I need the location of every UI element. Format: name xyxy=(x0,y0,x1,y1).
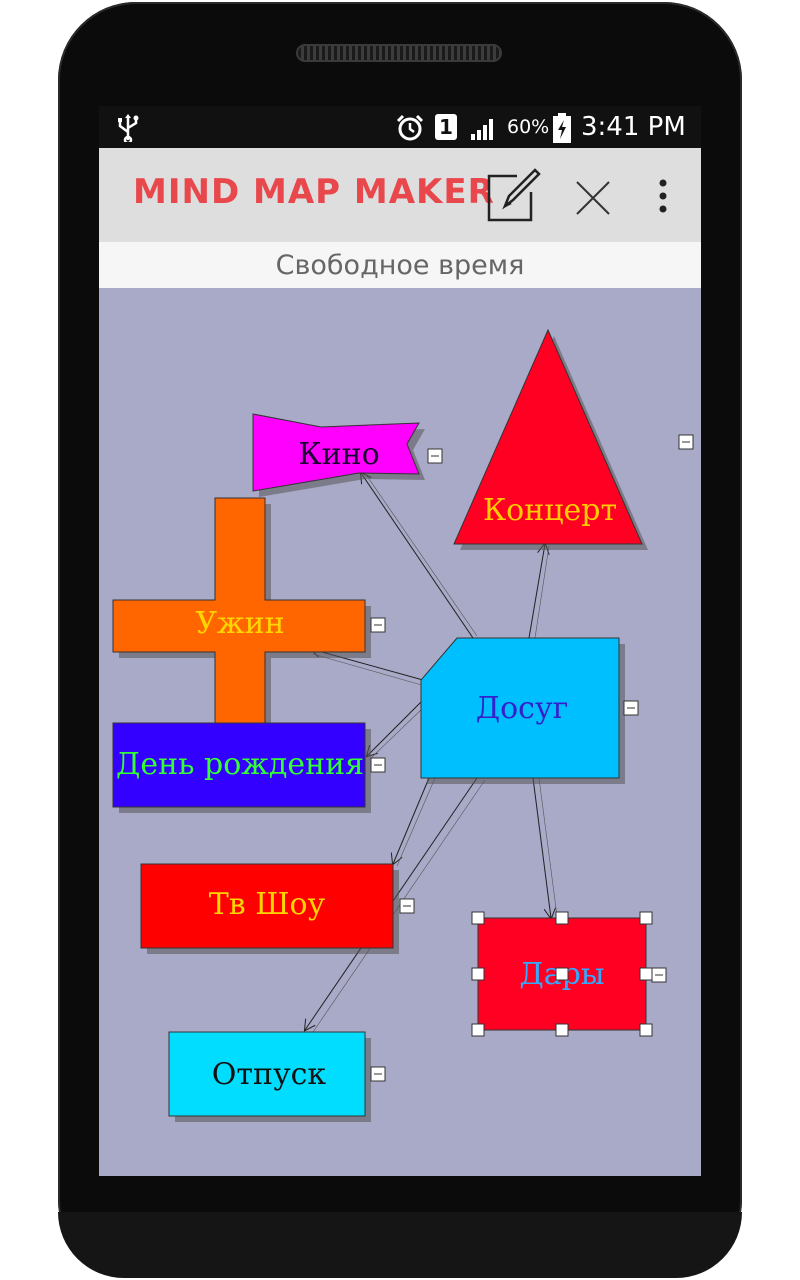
map-title-bar: Свободное время xyxy=(99,242,701,288)
battery-percent: 60% xyxy=(507,116,550,138)
node-otpusk[interactable]: Отпуск xyxy=(168,1031,371,1122)
battery-charging-icon xyxy=(553,113,571,143)
node-label: День рождения xyxy=(116,747,364,782)
clock-time: 3:41 PM xyxy=(581,112,686,142)
node-label: Ужин xyxy=(195,606,284,641)
sim-slot-number: 1 xyxy=(439,115,453,139)
map-title[interactable]: Свободное время xyxy=(275,250,525,281)
collapse-minus-icon xyxy=(678,434,694,450)
node-den-rozhdeniya[interactable]: День рождения xyxy=(112,722,371,813)
edit-icon[interactable] xyxy=(483,166,543,226)
node-koncert[interactable]: Концерт xyxy=(453,328,648,550)
close-icon[interactable] xyxy=(573,178,613,218)
node-label: Кино xyxy=(298,437,379,472)
alarm-clock-icon xyxy=(396,114,424,141)
screen: 1 60% 3:41 PM MIND MAP MAKER xyxy=(99,106,701,1176)
node-uzhin[interactable]: Ужин xyxy=(112,497,371,732)
phone-chin xyxy=(58,1212,742,1278)
collapse-minus-icon xyxy=(399,898,415,914)
speaker-grille xyxy=(296,44,502,62)
mind-map-canvas[interactable]: Кино Концерт Ужин День рождения Досуг xyxy=(99,288,701,1176)
app-title: MIND MAP MAKER xyxy=(133,172,495,212)
node-dosug[interactable]: Досуг xyxy=(420,637,625,784)
collapse-minus-icon xyxy=(623,700,639,716)
usb-icon xyxy=(118,114,139,142)
node-tv-shou[interactable]: Тв Шоу xyxy=(140,863,399,954)
node-label: Отпуск xyxy=(212,1057,327,1092)
node-label: Концерт xyxy=(483,493,617,528)
selection-handles[interactable] xyxy=(471,911,653,1037)
connector-den-rozhdeniya xyxy=(367,699,424,756)
node-label: Досуг xyxy=(476,691,569,726)
connectors xyxy=(305,473,558,1033)
sim-slot-badge: 1 xyxy=(435,114,457,140)
app-bar: MIND MAP MAKER xyxy=(99,148,701,242)
node-dary[interactable]: Дары xyxy=(471,911,653,1037)
collapse-minus-icon xyxy=(427,448,443,464)
connector-koncert xyxy=(528,544,545,639)
connector-kino xyxy=(361,473,474,639)
collapse-minus-icon xyxy=(370,617,386,633)
collapse-minus-icon xyxy=(370,1066,386,1082)
status-bar: 1 60% 3:41 PM xyxy=(99,106,701,148)
node-kino[interactable]: Кино xyxy=(252,413,425,497)
overflow-menu-icon[interactable] xyxy=(653,178,673,214)
collapse-minus-icon xyxy=(370,757,386,773)
connector-dary xyxy=(532,777,551,918)
signal-icon xyxy=(471,119,493,140)
connector-tv-shou xyxy=(393,777,430,864)
collapse-minus-icon xyxy=(651,967,667,983)
collapse-toggles[interactable] xyxy=(370,434,694,1082)
node-label: Тв Шоу xyxy=(209,887,326,922)
